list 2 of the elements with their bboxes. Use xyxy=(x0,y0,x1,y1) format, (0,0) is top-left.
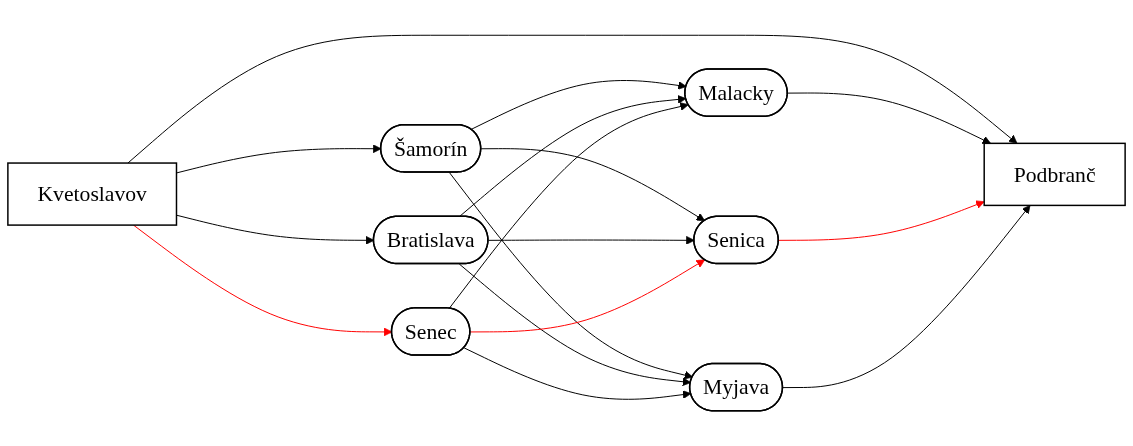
node-box: Kvetoslavov xyxy=(7,162,178,226)
node-box: Podbranč xyxy=(983,142,1126,207)
